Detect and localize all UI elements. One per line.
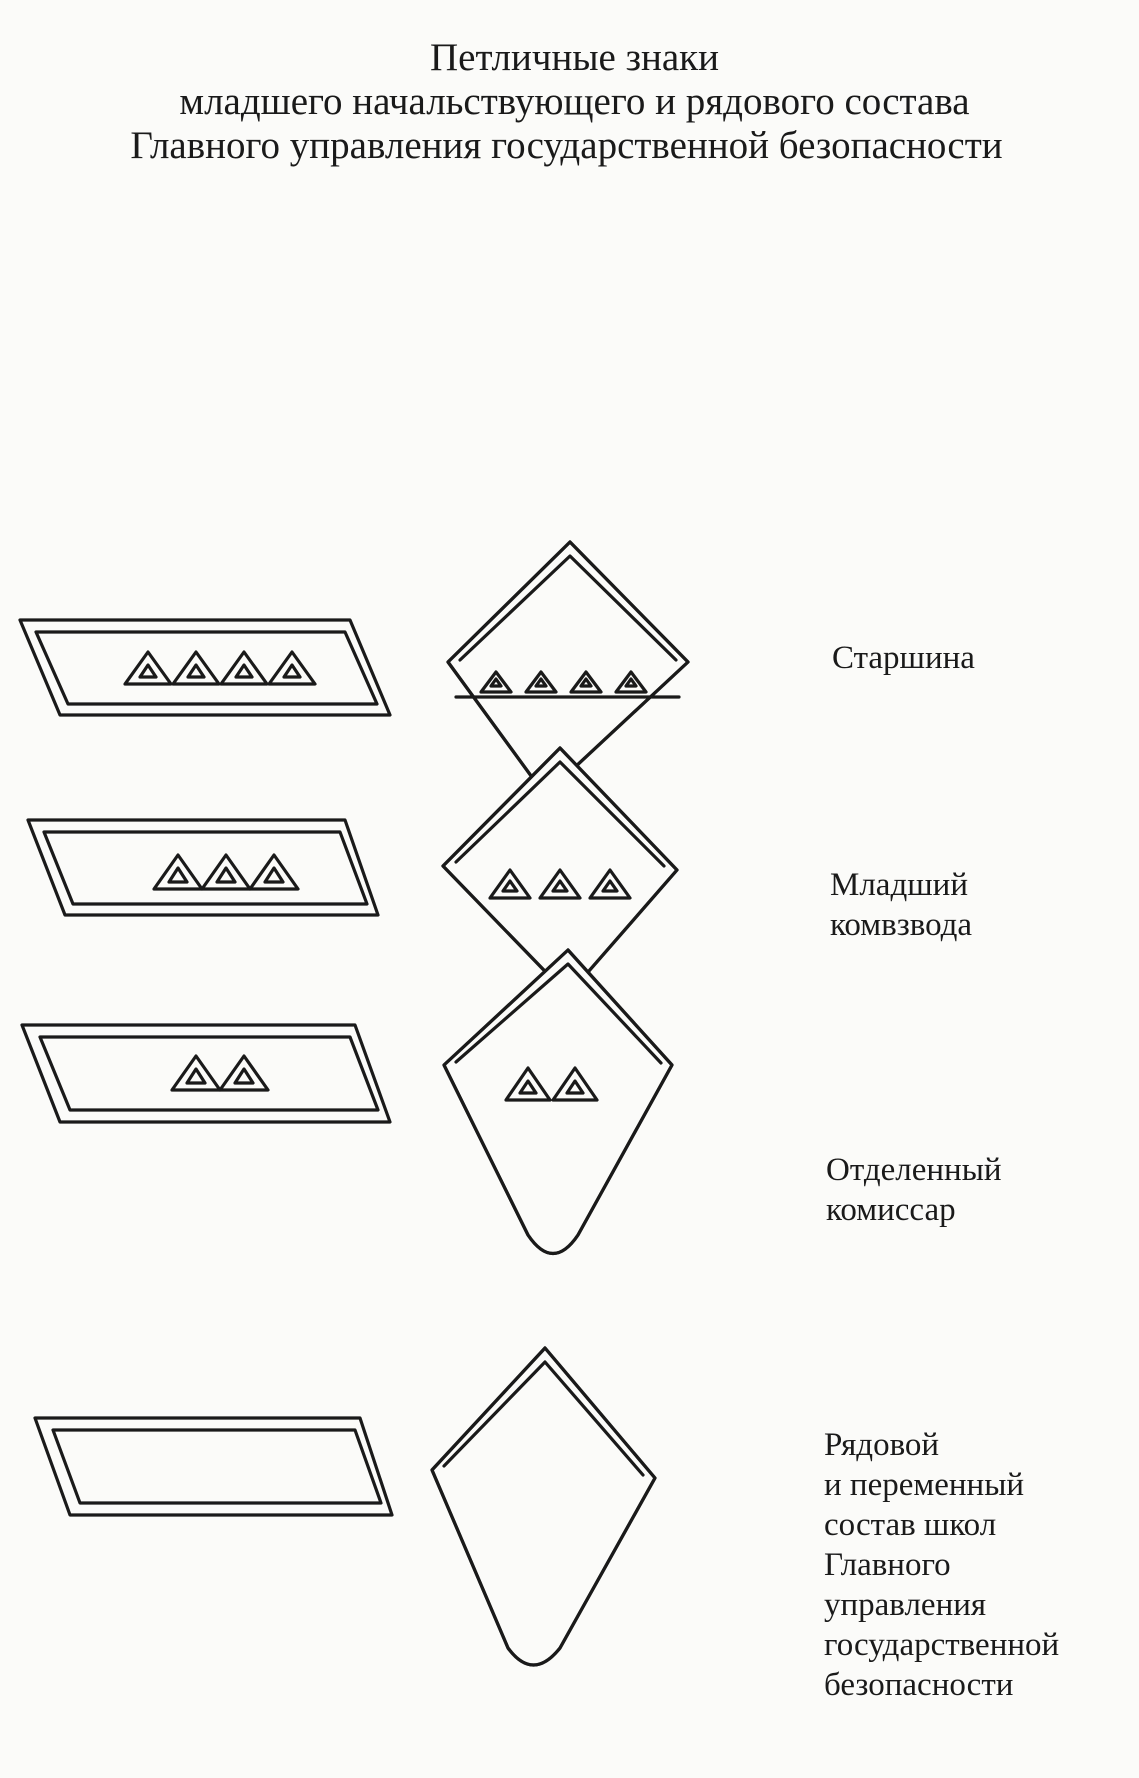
rank-label-junior-platoon: Младший комвзвода	[830, 865, 972, 945]
rank-label-line: Главного	[824, 1547, 951, 1583]
rank-triangles-starshina-chevron	[479, 670, 648, 694]
sleeve-chevron-starshina	[446, 540, 690, 797]
sleeve-chevron-junior-platoon	[441, 746, 679, 997]
rank-label-line: комиссар	[826, 1192, 956, 1228]
rank-label-line: государственной	[824, 1627, 1060, 1663]
rank-triangles-section-commissar-chevron	[504, 1066, 599, 1102]
title-line-1: Петличные знаки	[429, 36, 720, 79]
rank-label-private: Рядовой и переменный состав школ Главног…	[824, 1425, 1059, 1705]
sleeve-chevron-section-commissar	[442, 948, 674, 1255]
collar-tab-private	[33, 1416, 394, 1517]
rank-label-line: состав школ	[824, 1507, 997, 1543]
rank-triangles-starshina	[123, 650, 317, 686]
rank-label-line: Отделенный	[826, 1152, 1002, 1188]
rank-triangles-junior-platoon-chevron	[488, 868, 632, 900]
rank-triangles-junior-platoon	[152, 853, 300, 891]
rank-label-line: и переменный	[824, 1467, 1025, 1503]
collar-tab-section-commissar	[20, 1023, 392, 1124]
rank-label-section-commissar: Отделенный комиссар	[826, 1150, 1002, 1230]
title-line-2: младшего начальствующего и рядового сост…	[179, 80, 970, 123]
rank-triangles-section-commissar	[170, 1054, 270, 1092]
collar-tab-junior-platoon	[26, 818, 380, 917]
document-title: Петличные знаки младшего начальствующего…	[0, 36, 1139, 168]
title-line-3: Главного управления государственной безо…	[130, 124, 1003, 167]
rank-label-line: Младший	[830, 867, 968, 903]
rank-label-starshina: Старшина	[832, 638, 975, 678]
rank-label-line: Рядовой	[824, 1427, 940, 1463]
rank-label-line: комвзвода	[830, 907, 973, 943]
rank-label-line: Старшина	[832, 640, 975, 676]
rank-label-line: безопасности	[824, 1667, 1014, 1703]
sleeve-chevron-private	[430, 1346, 657, 1667]
rank-label-line: управления	[824, 1587, 987, 1623]
collar-tab-starshina	[18, 618, 392, 717]
